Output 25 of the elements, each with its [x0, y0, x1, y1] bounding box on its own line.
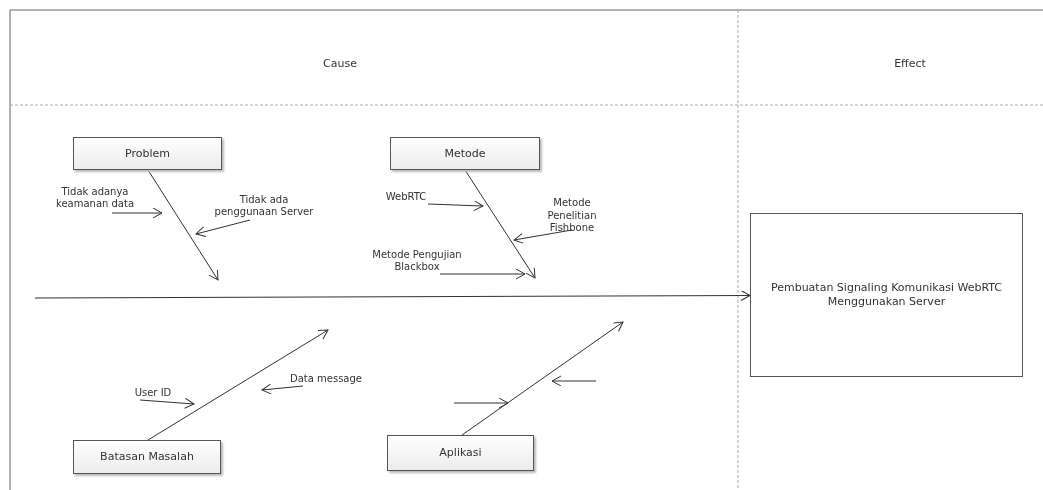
effect-box: Pembuatan Signaling Komunikasi WebRTC Menggunakan Server: [750, 213, 1023, 377]
arrow: [464, 169, 536, 279]
cause-text: WebRTC: [384, 190, 428, 204]
arrow: [139, 397, 195, 409]
arrow: [195, 219, 251, 238]
cause-text: Data message: [290, 372, 362, 386]
arrow: [461, 321, 624, 436]
column-header: Effect: [893, 57, 927, 70]
category-box: Aplikasi: [387, 435, 534, 471]
arrow: [513, 229, 573, 244]
category-box: Problem: [73, 137, 222, 170]
arrow: [34, 290, 751, 302]
category-box: Batasan Masalah: [73, 440, 221, 474]
category-box: Metode: [390, 137, 540, 170]
arrow: [261, 383, 304, 395]
arrow: [147, 169, 219, 281]
cause-text: Tidak ada penggunaan Server: [208, 192, 320, 220]
cause-text: User ID: [133, 386, 173, 400]
arrow: [147, 329, 329, 441]
cause-text: Metode Pengujian Blackbox: [372, 248, 462, 274]
arrow: [111, 207, 163, 219]
cause-text: Tidak adanya keamanan data: [48, 183, 142, 213]
arrow: [439, 268, 526, 280]
column-header: Cause: [322, 57, 358, 70]
arrow: [427, 200, 484, 212]
